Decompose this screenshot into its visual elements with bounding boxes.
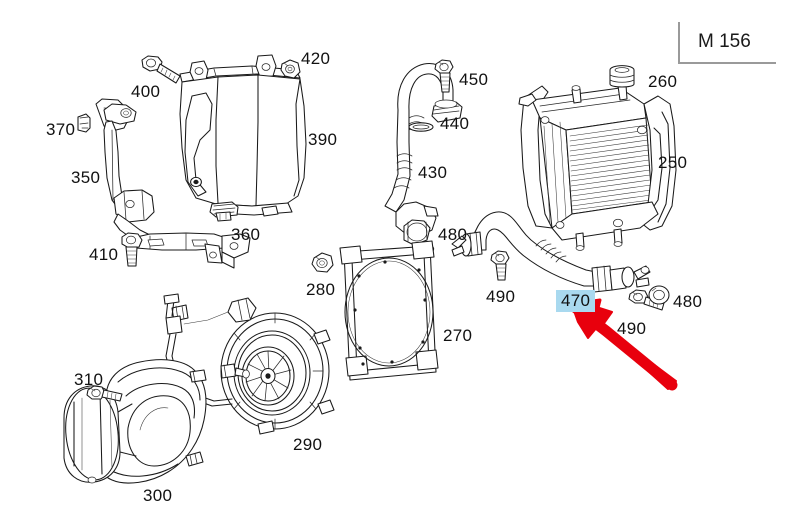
part-470-charge-air-hose [451,211,651,293]
model-code-box: M 156 [678,22,776,64]
part-390-air-guide-panel [179,54,307,217]
part-430-charge-air-hose [384,62,463,246]
callout-300: 300 [143,486,173,505]
callout-450: 450 [459,70,489,89]
callout-360: 360 [231,225,261,244]
callout-480-right: 480 [673,292,703,311]
part-440-o-ring [408,122,434,132]
part-360-retaining-clip [209,201,239,222]
callout-310: 310 [74,370,104,389]
part-400-bolt [141,55,181,84]
callout-420: 420 [301,49,331,68]
part-490-bolt-left [490,250,510,281]
part-420-grommet [280,59,301,79]
callout-480-center: 480 [438,225,468,244]
part-290-electric-cooling-fan [220,312,335,435]
part-260-bushing [609,65,635,88]
callout-440: 440 [440,114,470,133]
callout-280: 280 [306,280,336,299]
callout-370: 370 [46,120,76,139]
callout-290: 290 [293,435,323,454]
callout-490-left: 490 [486,287,516,306]
part-480-o-ring-right [648,285,670,305]
part-270-fan-shroud-frame [339,240,439,381]
part-350-support-bracket [95,98,251,269]
callout-250: 250 [658,153,688,172]
part-250-charge-air-cooler [518,81,677,251]
part-370-clip [77,113,91,133]
callout-390: 390 [308,130,338,149]
callout-470-highlighted[interactable]: 470 [556,290,596,312]
callout-430: 430 [418,163,448,182]
callout-400: 400 [131,82,161,101]
part-480-o-ring-center [415,244,435,258]
part-490-bolt-right [628,289,665,311]
part-410-bolt [121,232,143,267]
callout-490-right: 490 [617,319,647,338]
part-280-nut [311,252,334,273]
pointer-arrow-group [566,298,678,391]
part-450-bolt [434,59,454,93]
callout-260: 260 [648,72,678,91]
part-900-connector [163,293,257,407]
model-code-label: M 156 [698,31,751,52]
callout-350: 350 [71,168,101,187]
callout-270: 270 [443,326,473,345]
callout-410: 410 [89,245,119,264]
